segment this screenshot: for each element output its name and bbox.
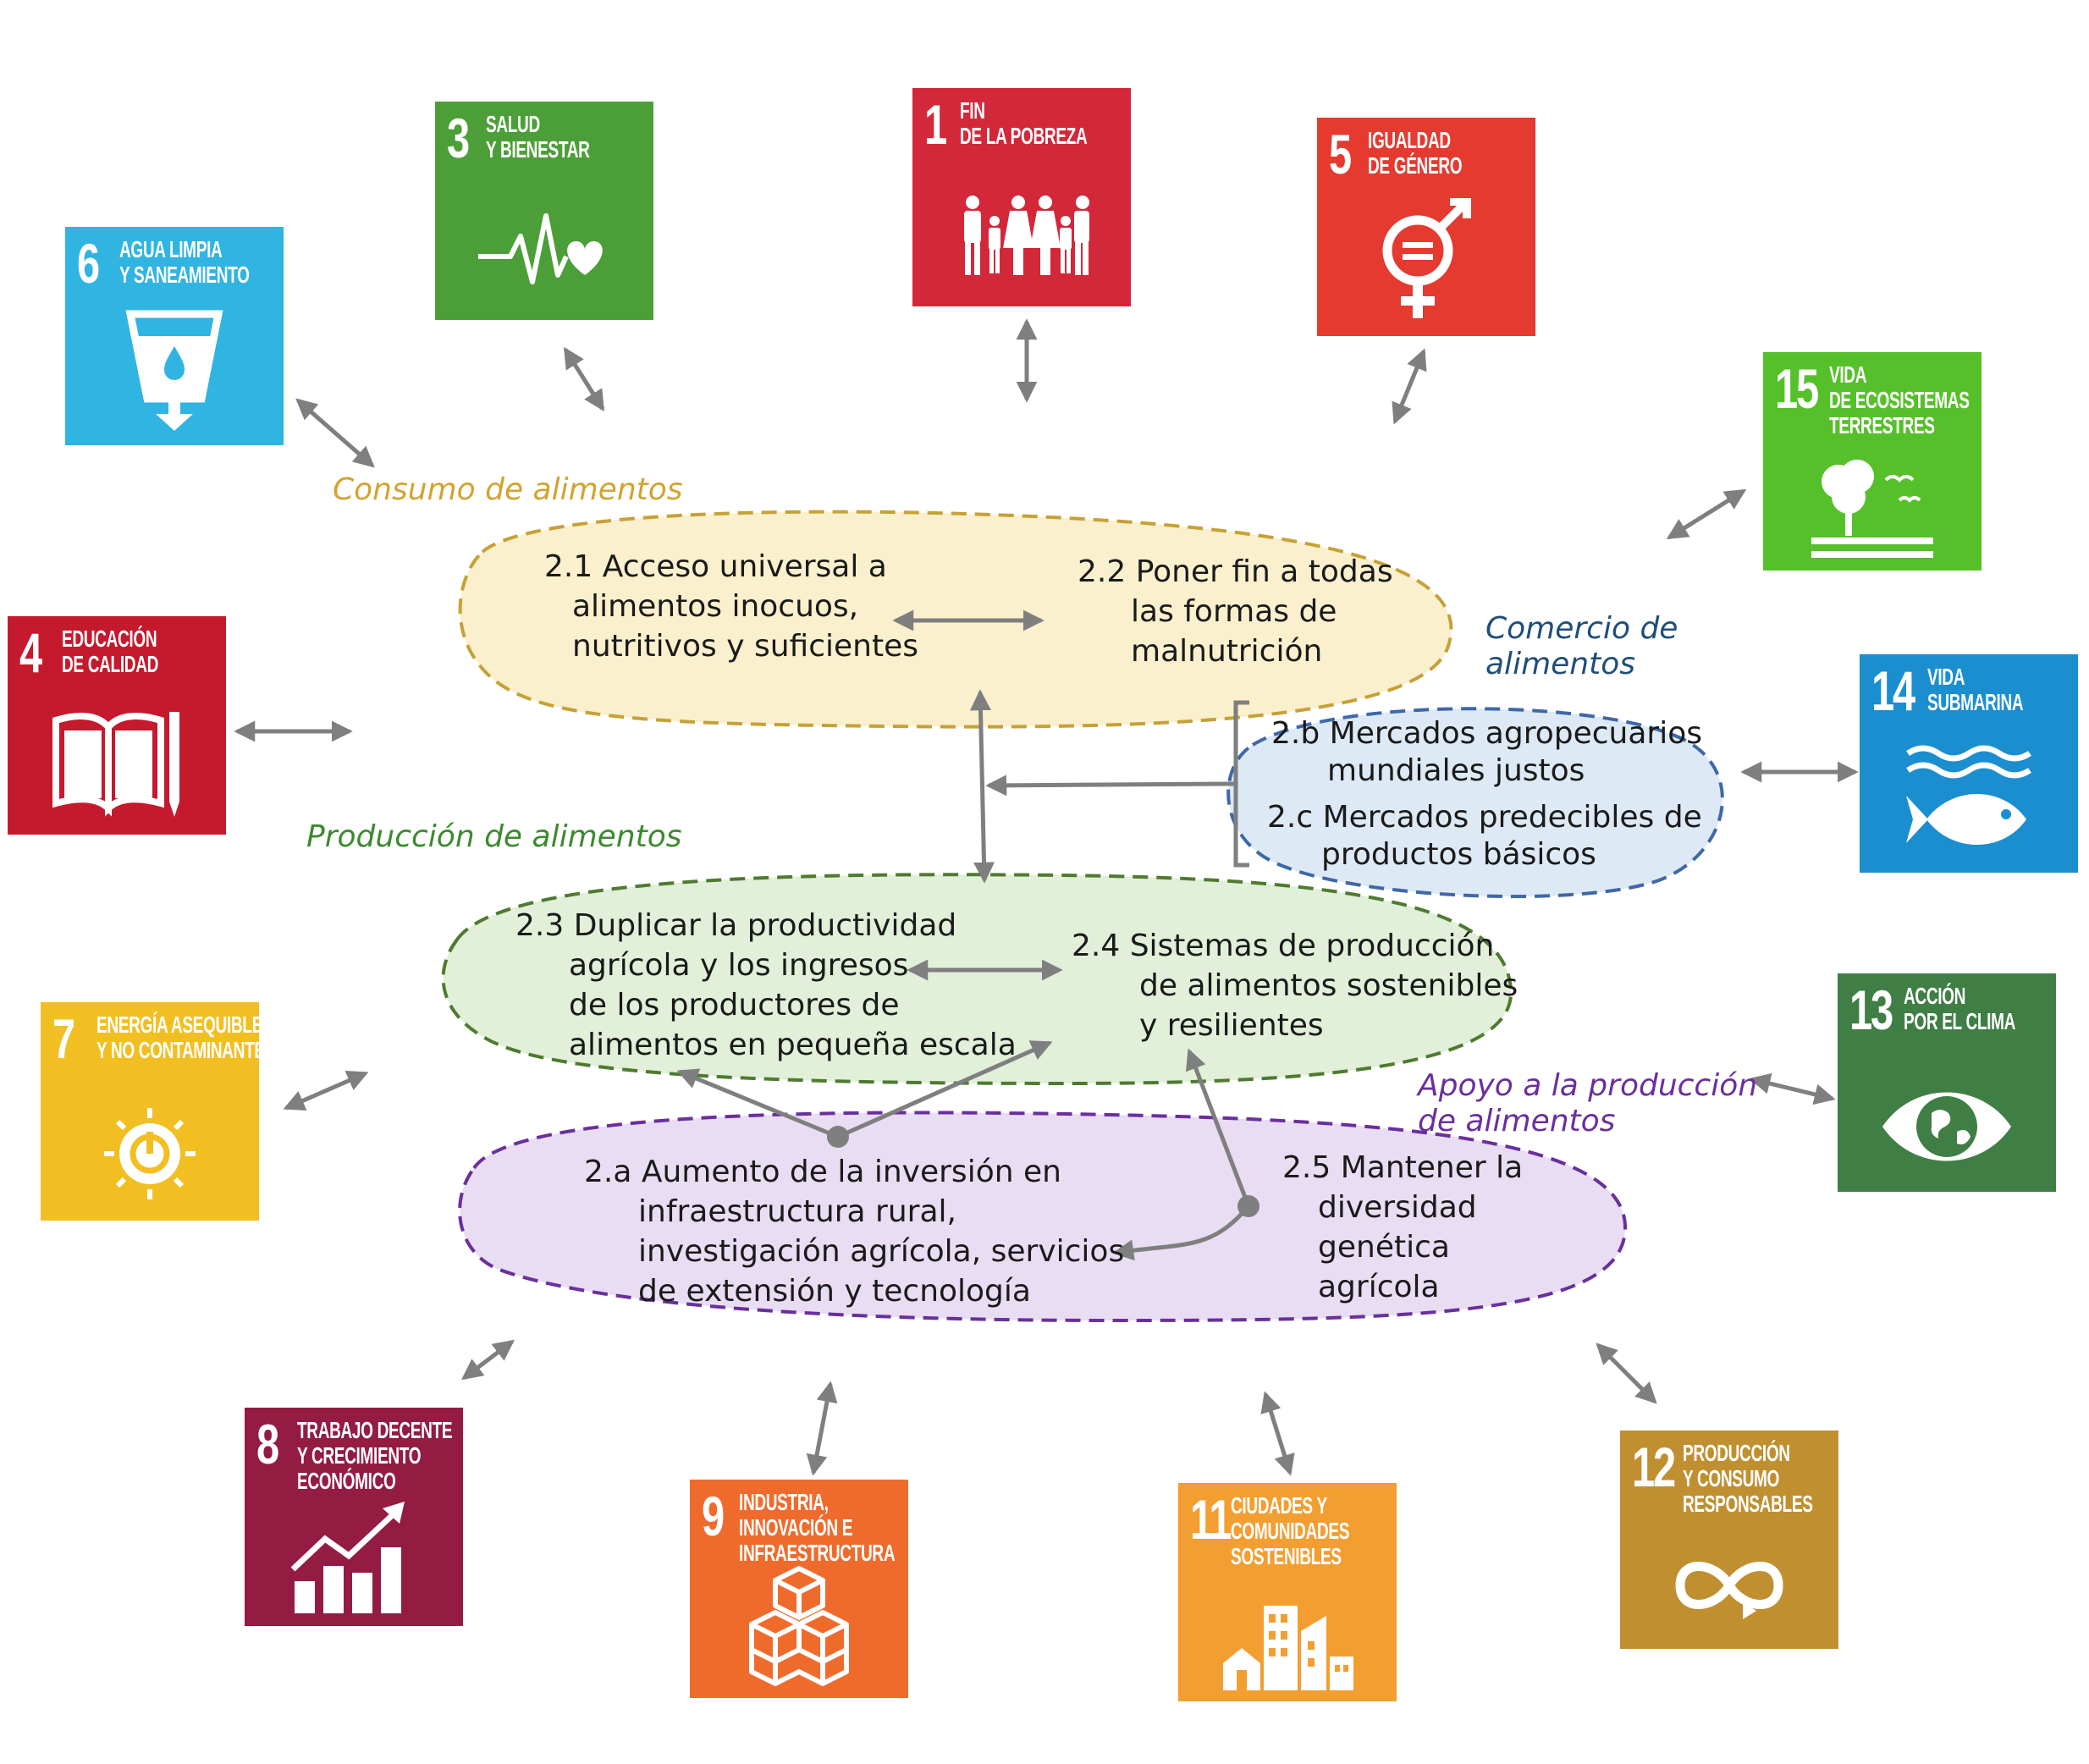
tree-birds-icon — [1811, 460, 1933, 558]
target-2-3: 2.3 Duplicar la productividad agrícola y… — [515, 908, 1017, 1062]
sdg-3-tile: 3 Salud y bienestar — [435, 102, 653, 320]
sdg-1-tile: 1 Fin de la pobreza — [912, 88, 1131, 306]
category-apoyo-label: Apoyo a la producción de alimentos — [1418, 1068, 1758, 1138]
city-icon — [1223, 1606, 1353, 1690]
sdg-15-tile: 15 Vida de ecosistemas terrestres — [1763, 352, 1982, 571]
sdg-8-tile: 8 Trabajo decente y crecimiento económic… — [245, 1408, 463, 1626]
sun-power-icon — [104, 1108, 196, 1199]
water-glass-icon — [125, 310, 223, 431]
cubes-icon — [749, 1566, 849, 1686]
target-2-1: 2.1 Acceso universal a alimentos inocuos… — [544, 549, 918, 664]
gender-equality-icon — [1382, 198, 1471, 318]
fish-waves-icon — [1906, 745, 2031, 845]
growth-chart-icon — [290, 1502, 405, 1613]
apoyo-blob — [458, 1111, 1628, 1323]
comercio-blob — [1226, 707, 1724, 899]
sdg-14-tile: 14 Vida submarina — [1860, 654, 2078, 873]
sdg-4-tile: 4 Educación de calidad — [8, 616, 226, 835]
sdg-11-tile: 11 Ciudades y comunidades sostenibles — [1178, 1483, 1397, 1701]
category-consumo-label: Consumo de alimentos — [333, 472, 683, 507]
sdg-5-tile: 5 Igualdad de género — [1317, 118, 1535, 336]
heartbeat-icon — [478, 213, 603, 284]
sdg-9-tile: 9 Industria, innovación e infraestructur… — [690, 1480, 908, 1698]
eye-globe-icon — [1882, 1092, 2011, 1161]
category-produccion-label: Producción de alimentos — [306, 819, 682, 854]
target-2-c: 2.c Mercados predecibles de productos bá… — [1267, 800, 1702, 872]
infinity-icon — [1675, 1562, 1783, 1619]
book-pencil-icon — [52, 712, 179, 817]
sdg-13-tile: 13 Acción por el clima — [1838, 973, 2056, 1192]
category-comercio-label: Comercio de alimentos — [1485, 611, 1678, 681]
target-2-4: 2.4 Sistemas de producción de alimentos … — [1072, 929, 1519, 1043]
target-2-b: 2.b Mercados agropecuarios mundiales jus… — [1271, 716, 1702, 788]
target-2-a: 2.a Aumento de la inversión en infraestr… — [584, 1155, 1125, 1309]
sdg-7-tile: 7 Energía asequible y no contaminante — [41, 1002, 265, 1221]
sdg-6-tile: 6 Agua limpia y saneamiento — [65, 227, 284, 445]
sdg-12-tile: 12 Producción y consumo responsables — [1620, 1430, 1838, 1649]
target-2-2: 2.2 Poner fin a todas las formas de maln… — [1078, 554, 1393, 669]
target-2-5: 2.5 Mantener la diversidad genética agrí… — [1282, 1150, 1524, 1304]
family-icon — [964, 196, 1089, 275]
